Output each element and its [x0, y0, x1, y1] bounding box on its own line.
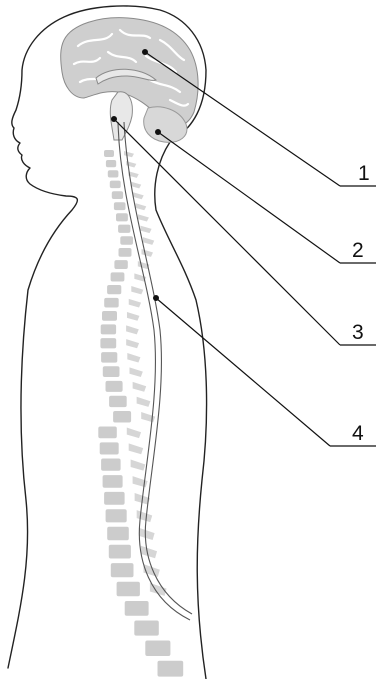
- spinous-process: [138, 214, 149, 221]
- pointer-dot-2: [155, 129, 161, 135]
- spinous-process: [129, 299, 141, 308]
- spinous-process: [131, 286, 143, 294]
- spinous-process: [140, 226, 151, 233]
- pointer-dot-3: [111, 116, 117, 122]
- vertebra: [116, 213, 128, 221]
- vertebra: [114, 202, 126, 210]
- vertebra: [103, 475, 123, 488]
- spinous-process: [124, 151, 134, 157]
- spinous-process: [131, 182, 141, 189]
- vertebra: [125, 601, 149, 616]
- vertebra: [113, 411, 131, 423]
- spinous-process: [137, 510, 153, 522]
- brainstem: [110, 92, 132, 140]
- vertebra: [111, 563, 134, 577]
- vertebra: [114, 260, 127, 269]
- vertebra: [112, 191, 123, 199]
- vertebra: [101, 459, 121, 471]
- spinous-process: [131, 460, 146, 471]
- spinous-process: [126, 325, 139, 334]
- vertebra: [98, 427, 117, 439]
- vertebra: [103, 366, 120, 377]
- vertebra: [100, 338, 116, 348]
- spinous-process: [139, 528, 155, 540]
- vertebra: [108, 170, 119, 177]
- brain: [61, 18, 198, 143]
- vertebra: [101, 324, 116, 334]
- vertebra: [120, 236, 133, 245]
- vertebra: [119, 248, 132, 257]
- vertebra: [107, 285, 121, 294]
- leader-line-4: [156, 298, 330, 446]
- spinous-process: [126, 339, 139, 348]
- vertebra: [106, 160, 116, 167]
- vertebra: [109, 545, 131, 559]
- spinous-process: [133, 382, 147, 392]
- vertebra: [111, 272, 125, 281]
- vertebra: [100, 442, 119, 454]
- spinous-process: [129, 367, 142, 377]
- vertebra: [104, 150, 114, 157]
- spinous-process: [127, 428, 141, 439]
- vertebra: [118, 225, 130, 233]
- pointer-dot-4: [153, 295, 159, 301]
- vertebra: [109, 396, 127, 407]
- vertebra: [106, 381, 123, 392]
- label-3: 3: [352, 321, 364, 344]
- vertebra: [104, 298, 119, 308]
- vertebra: [145, 641, 170, 657]
- vertebra: [104, 492, 125, 505]
- label-2: 2: [352, 239, 364, 262]
- vertebra: [102, 311, 117, 321]
- spinous-process: [143, 237, 154, 245]
- spinous-process: [127, 312, 139, 321]
- spinous-process: [137, 397, 151, 407]
- spinous-process: [127, 353, 140, 362]
- spinous-process: [129, 443, 143, 454]
- spinous-process: [133, 192, 144, 199]
- spinous-process: [141, 546, 157, 558]
- leader-line-2: [158, 132, 340, 263]
- label-1: 1: [358, 162, 370, 185]
- vertebra: [117, 582, 140, 597]
- vertebra: [101, 352, 117, 363]
- vertebra: [107, 527, 129, 541]
- vertebra: [134, 621, 159, 636]
- spinous-process: [141, 249, 153, 257]
- label-4: 4: [352, 422, 364, 445]
- pointer-dot-1: [142, 49, 148, 55]
- vertebra: [110, 181, 121, 189]
- spinous-process: [135, 203, 146, 210]
- vertebra: [158, 661, 184, 677]
- vertebra: [106, 509, 127, 522]
